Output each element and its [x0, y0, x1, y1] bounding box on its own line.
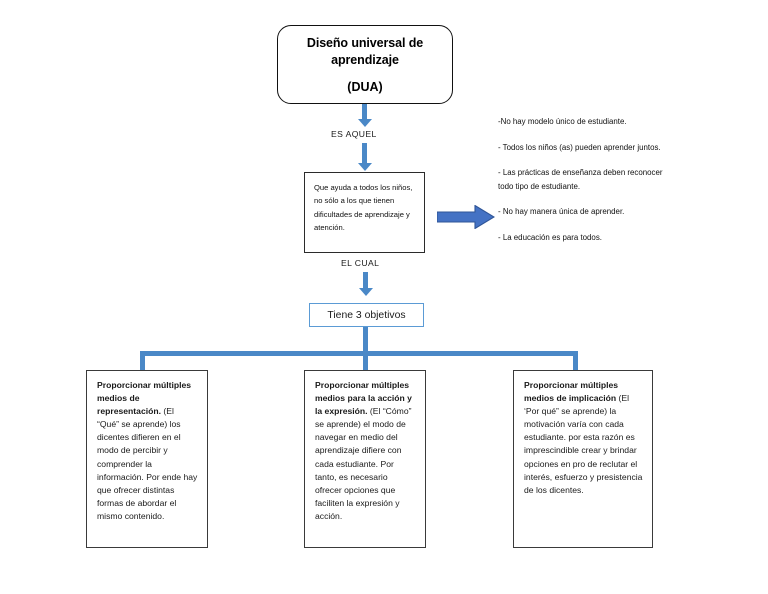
title-acronym: (DUA) — [347, 80, 383, 94]
leaf-text: Proporcionar múltiples medios de represe… — [97, 379, 198, 523]
label-el-cual: EL CUAL — [341, 258, 380, 268]
connector-horizontal-bus — [140, 351, 578, 356]
title-line-1: Diseño universal de — [306, 36, 424, 50]
connector-drop-left — [140, 351, 145, 371]
connector-objectives-stem — [363, 327, 368, 353]
definition-box: Que ayuda a todos los niños, no sólo a l… — [304, 172, 425, 253]
leaf-heading: Proporcionar múltiples medios para la ac… — [315, 380, 412, 417]
connector-label-to-definition — [362, 143, 367, 164]
down-arrow-icon — [357, 119, 372, 127]
connector-label-to-objectives — [363, 272, 368, 289]
definition-text: Que ayuda a todos los niños, no sólo a l… — [314, 183, 413, 233]
objectives-box: Tiene 3 objetivos — [309, 303, 424, 327]
connector-drop-right — [573, 351, 578, 371]
note-item: - Las prácticas de enseñanza deben recon… — [498, 168, 663, 191]
leaf-box-accion-expresion: Proporcionar múltiples medios para la ac… — [304, 370, 426, 548]
leaf-box-implicacion: Proporcionar múltiples medios de implica… — [513, 370, 653, 548]
leaf-heading: Proporcionar múltiples medios de represe… — [97, 380, 192, 417]
leaf-text: Proporcionar múltiples medios para la ac… — [315, 379, 416, 523]
down-arrow-icon — [357, 163, 372, 171]
label-es-aquel: ES AQUEL — [331, 129, 377, 139]
note-item: -No hay modelo único de estudiante. — [498, 117, 627, 126]
leaf-heading: Proporcionar múltiples medios de implica… — [524, 380, 619, 404]
title-line-2: aprendizaje — [331, 53, 399, 67]
down-arrow-icon — [358, 288, 373, 296]
leaf-body: (El “Qué” se aprende) los dicentes difie… — [97, 406, 198, 521]
notes-list: -No hay modelo único de estudiante. - To… — [498, 115, 670, 245]
leaf-body: (El “Cómo” se aprende) el modo de navega… — [315, 406, 412, 521]
leaf-body: (El ‘Por qué” se aprende) la motivación … — [524, 393, 643, 495]
note-item: - No hay manera única de aprender. — [498, 207, 625, 217]
right-arrow-icon — [436, 204, 496, 230]
title-box: Diseño universal de aprendizaje (DUA) — [277, 25, 453, 104]
objectives-label: Tiene 3 objetivos — [327, 309, 406, 321]
connector-title-to-label — [362, 104, 367, 120]
connector-drop-center — [363, 351, 368, 371]
note-item: - Todos los niños (as) pueden aprender j… — [498, 142, 661, 152]
leaf-box-representacion: Proporcionar múltiples medios de represe… — [86, 370, 208, 548]
note-item: - La educación es para todos. — [498, 232, 602, 242]
leaf-text: Proporcionar múltiples medios de implica… — [524, 379, 643, 497]
